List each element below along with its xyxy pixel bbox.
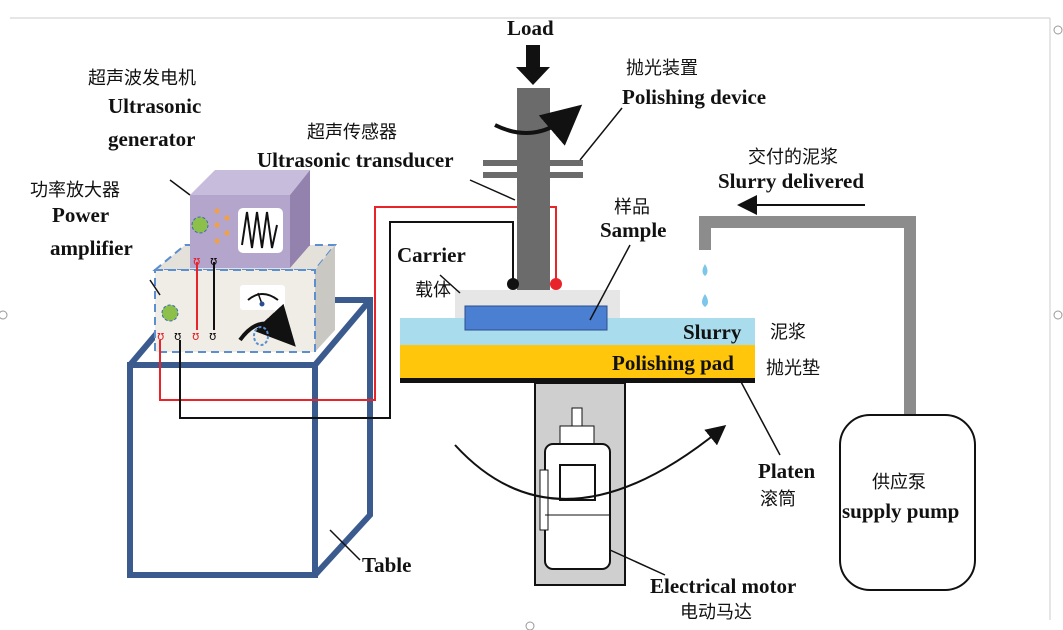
label-carrier: Carrier — [397, 243, 466, 267]
svg-text:ʊ: ʊ — [210, 254, 217, 268]
label-transducer-cn: 超声传感器 — [307, 122, 397, 143]
svg-text:ʊ: ʊ — [157, 329, 164, 343]
polishing-device — [483, 45, 583, 293]
slurry-pipe — [699, 195, 916, 418]
label-sample-cn: 样品 — [614, 197, 650, 218]
svg-text:ʊ: ʊ — [174, 329, 181, 343]
label-pump-cn: 供应泵 — [872, 472, 926, 493]
label-polishing-device: Polishing device — [622, 85, 766, 109]
label-pump: supply pump — [842, 499, 959, 523]
label-amplifier-2: amplifier — [50, 236, 133, 260]
label-slurry: Slurry — [683, 320, 742, 344]
image-frame — [0, 17, 1063, 630]
label-transducer: Ultrasonic transducer — [257, 148, 454, 172]
label-generator-1: Ultrasonic — [108, 94, 201, 118]
load-arrow-icon — [516, 45, 550, 85]
label-slurry-delivered: Slurry delivered — [718, 169, 864, 193]
platen-rotation-arrow-icon — [454, 424, 727, 500]
label-slurry-cn: 泥浆 — [770, 322, 806, 343]
label-pad: Polishing pad — [612, 351, 734, 375]
label-generator-2: generator — [108, 127, 195, 151]
label-motor: Electrical motor — [650, 574, 796, 598]
label-platen-cn: 滚筒 — [760, 489, 796, 510]
label-motor-cn: 电动马达 — [680, 602, 752, 623]
svg-text:ʊ: ʊ — [192, 329, 199, 343]
label-generator-cn: 超声波发电机 — [88, 68, 196, 89]
label-platen: Platen — [758, 459, 815, 483]
supply-pump — [839, 414, 976, 591]
leader-lines — [149, 107, 781, 576]
label-amplifier-cn: 功率放大器 — [30, 180, 120, 201]
label-slurry-delivered-cn: 交付的泥浆 — [748, 147, 838, 168]
label-sample: Sample — [600, 218, 667, 242]
label-polishing-device-cn: 抛光装置 — [626, 58, 698, 79]
wires — [159, 206, 557, 419]
svg-text:ʊ: ʊ — [209, 329, 216, 343]
label-pad-cn: 抛光垫 — [766, 358, 820, 379]
platen-stack — [400, 290, 755, 383]
svg-text:ʊ: ʊ — [193, 254, 200, 268]
electrical-motor — [534, 382, 626, 586]
label-table: Table — [362, 553, 411, 577]
label-carrier-cn: 载体 — [415, 280, 451, 301]
label-load: Load — [507, 16, 554, 40]
label-amplifier-1: Power — [52, 203, 109, 227]
